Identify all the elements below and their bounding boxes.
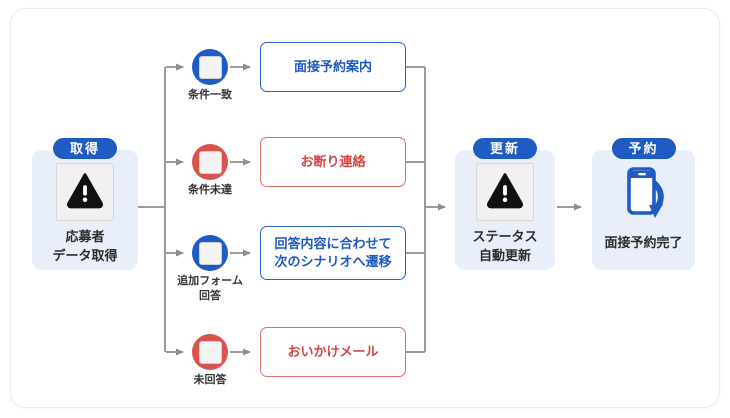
branch-node-condition-unmet (192, 144, 228, 180)
warning-icon-frame (476, 163, 534, 221)
warning-icon (64, 169, 106, 216)
stage-acquire: 取得 応募者 データ取得 (32, 138, 138, 270)
branch-node-no-answer (192, 334, 228, 370)
outcome-box-followup-mail: おいかけメール (260, 327, 406, 377)
branch-condition-label: 条件一致 (188, 89, 232, 101)
branch-node-condition-match (192, 49, 228, 85)
form-icon (198, 241, 222, 265)
stage-update-badge: 更新 (472, 138, 538, 159)
warning-icon-frame (56, 163, 114, 221)
outcome-box-interview-guide: 面接予約案内 (260, 42, 406, 92)
warning-icon (484, 169, 526, 216)
stage-update: 更新 ステータス 自動更新 (455, 138, 555, 270)
stage-reserve: 予約 面接予約完了 (592, 138, 695, 270)
outcome-box-rejection: お断り連絡 (260, 137, 406, 187)
branch-node-extra-form (192, 235, 228, 271)
stage-acquire-badge: 取得 (52, 138, 118, 159)
stage-reserve-label: 面接予約完了 (604, 235, 683, 250)
smartphone-icon (618, 166, 670, 227)
branch-condition-label: 追加フォーム 回答 (177, 275, 243, 302)
stage-reserve-badge: 予約 (611, 138, 676, 159)
outcome-box-next-scenario: 回答内容に合わせて 次のシナリオへ遷移 (260, 226, 406, 280)
stage-update-label: ステータス 自動更新 (472, 229, 538, 263)
stage-acquire-label: 応募者 データ取得 (52, 229, 118, 263)
branch-condition-label: 未回答 (193, 374, 227, 386)
form-icon (198, 150, 222, 174)
form-icon (198, 340, 222, 364)
form-icon (198, 55, 222, 79)
branch-condition-label: 条件未達 (188, 184, 232, 196)
